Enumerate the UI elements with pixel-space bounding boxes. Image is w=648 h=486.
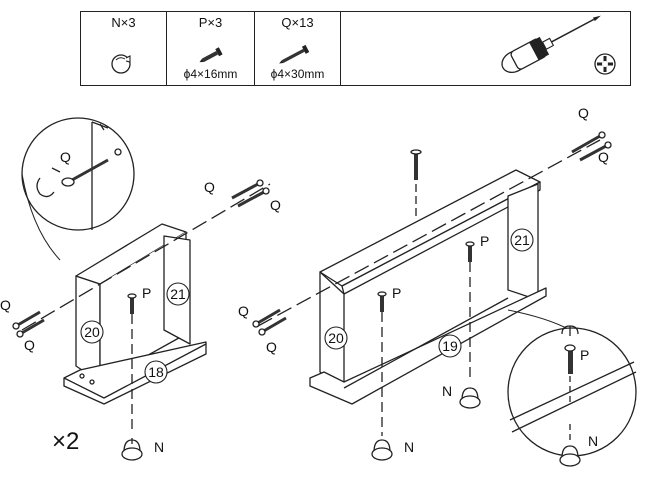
callout-q-right-top-b: Q xyxy=(598,149,609,165)
callout-n-right-1: N xyxy=(404,439,414,455)
part-q-size: ϕ4×30mm xyxy=(270,67,325,81)
long-screw-icon xyxy=(279,44,310,64)
callout-p-zoom: P xyxy=(580,347,589,363)
panel-20-right-label: 20 xyxy=(328,330,344,346)
part-q-label: Q×13 xyxy=(281,15,314,30)
panel-21-left-label: 21 xyxy=(170,286,186,302)
knob-icon xyxy=(111,54,131,74)
part-n-cell: N×3 xyxy=(81,12,167,85)
callout-q-right-bottom-b: Q xyxy=(266,339,277,355)
part-q-cell: Q×13 ϕ4×30mm xyxy=(255,12,341,85)
part-n-label: N×3 xyxy=(111,15,136,30)
callout-q-left-top-a: Q xyxy=(204,179,215,195)
zoom-screw-left xyxy=(61,148,122,187)
panel-21-right-label: 21 xyxy=(514,232,530,248)
screwdriver-icon xyxy=(501,15,616,75)
callout-q-left-top-b: Q xyxy=(270,197,281,213)
right-q-screws-bottom xyxy=(252,308,287,336)
zoom-knob xyxy=(559,445,581,467)
right-p-screw-1 xyxy=(377,291,387,312)
callout-n-right-2: N xyxy=(442,383,452,399)
callout-q-right-top-a: Q xyxy=(578,105,589,121)
callout-q-left-bottom-a: Q xyxy=(0,297,11,313)
left-q-screws-top xyxy=(231,179,270,208)
parts-table: N×3 P×3 ϕ4×16mm Q×13 ϕ4×30mm xyxy=(80,11,631,86)
right-knob-2 xyxy=(459,387,481,409)
right-knob-1 xyxy=(371,439,393,461)
left-zoom-leader xyxy=(21,173,61,261)
right-p-screw-2 xyxy=(465,241,475,262)
right-top-panel xyxy=(319,169,541,287)
right-q-screws-top xyxy=(571,131,612,162)
callout-q-right-bottom-a: Q xyxy=(238,303,249,319)
left-zoom-circle xyxy=(21,117,135,231)
callout-p-right-2: P xyxy=(480,233,489,249)
panel-19-label: 19 xyxy=(442,338,458,354)
left-q-screws-bottom xyxy=(12,310,45,338)
panel-20-left-label: 20 xyxy=(84,324,100,340)
label-group: 20 21 18 20 21 19 xyxy=(80,228,534,384)
zoom-p-screw xyxy=(561,325,579,374)
short-screw-icon xyxy=(199,47,223,63)
callout-p-right-1: P xyxy=(392,285,401,301)
callout-n-left: N xyxy=(154,439,164,455)
left-panel-18 xyxy=(63,341,207,405)
part-p-size: ϕ4×16mm xyxy=(183,67,238,81)
panel-18-label: 18 xyxy=(148,364,164,380)
callout-q-zoom: Q xyxy=(60,149,71,165)
quantity-multiplier: ×2 xyxy=(52,428,80,455)
tool-cell xyxy=(341,12,630,85)
letter-callouts: Q Q Q Q Q P N Q Q Q Q P P N N P N xyxy=(0,105,609,455)
part-p-cell: P×3 ϕ4×16mm xyxy=(167,12,255,85)
left-p-screw xyxy=(127,293,137,314)
part-p-label: P×3 xyxy=(198,15,223,30)
callout-n-zoom: N xyxy=(588,433,598,449)
right-top-screw xyxy=(410,149,422,180)
callout-q-left-bottom-b: Q xyxy=(24,337,35,353)
left-knob xyxy=(121,438,143,461)
callout-p-left: P xyxy=(142,285,151,301)
